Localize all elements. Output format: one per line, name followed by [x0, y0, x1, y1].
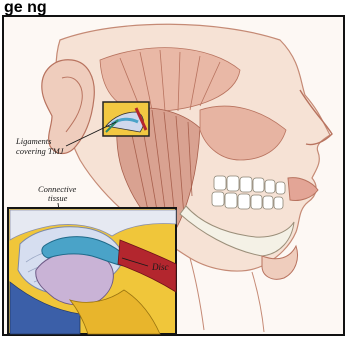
label-connective-line2: tissue — [48, 193, 68, 203]
tmj-zoom-marker — [103, 102, 149, 136]
label-disc: Disc — [151, 262, 169, 272]
joint-inset — [8, 208, 176, 334]
header-strip — [0, 0, 348, 14]
header-caption: ge ng — [4, 0, 47, 16]
label-ligaments-line2: covering TMJ — [16, 146, 65, 156]
label-ligaments-line1: Ligaments — [15, 136, 52, 146]
